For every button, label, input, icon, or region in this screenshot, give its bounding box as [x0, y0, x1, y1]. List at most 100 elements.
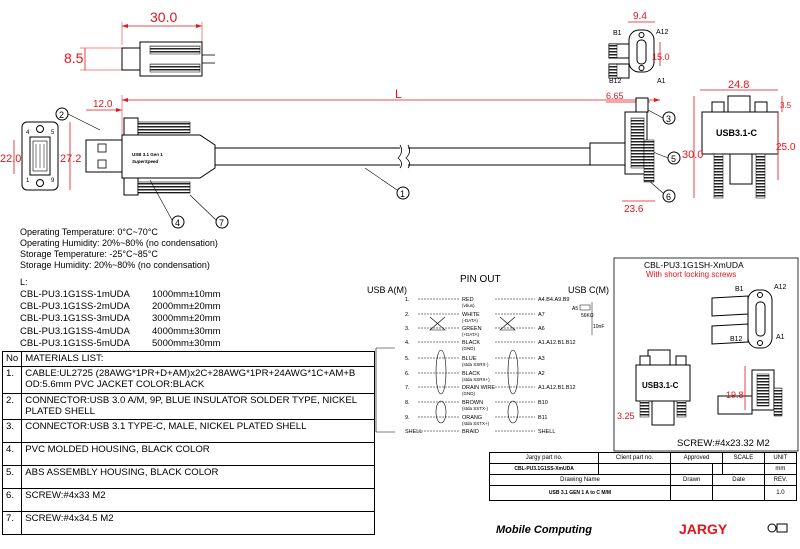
pinout-num: 7. [405, 385, 410, 391]
tb-date-label: Date [712, 474, 765, 486]
pinout-sub: (+DATA) [462, 332, 479, 337]
usb-a-connector-main-view: 4 5 1 9 22.0 27.2 USB 3.1 Gen 1 SuperSpe… [0, 117, 625, 196]
pin-label: A1 [776, 334, 785, 341]
pinout-num: 6. [405, 371, 410, 377]
dim-detail-side: 3.25 [617, 411, 635, 421]
callout-1: 1 [400, 189, 405, 199]
plug-text: USB3.1-C [642, 381, 679, 390]
tb-rev-label: REV. [763, 474, 798, 486]
callout-5: 5 [671, 154, 676, 164]
dim-height-a: 22.0 [0, 153, 21, 165]
material-row: 5.ABS ASSEMBLY HOUSING, BLACK COLOR [1, 464, 375, 489]
tb-drawn-label: Drawn [669, 474, 714, 486]
callout-6: 6 [666, 192, 671, 202]
pinout-sub: (stda SSRX-) [462, 362, 489, 367]
callout-4: 4 [175, 218, 180, 228]
tb-part-no: CBL-PU3.1G1SS-XmUDA [488, 463, 600, 475]
detail-subtitle: With short locking screws [646, 270, 736, 279]
material-text: ABS ASSEMBLY HOUSING, BLACK COLOR [21, 464, 375, 489]
tb-drawing-name: USB 3.1 GEN 1 A to C M/M [489, 485, 671, 501]
tb-unit: mm [763, 463, 798, 475]
material-no: 1. [1, 365, 23, 394]
pin-label: B1 [735, 286, 744, 293]
pinout-sub: (-DATA) [462, 318, 478, 323]
dim-c-side: 6.65 [606, 91, 624, 101]
pinout-num: 8. [405, 400, 410, 406]
pinout-diagram: PIN OUT USB A(M) USB C(M) 1.RED(vbus)A4.… [367, 274, 609, 435]
dim-c-body-top: 3.5 [780, 101, 792, 110]
dim-c-body-height: 25.0 [776, 142, 796, 153]
short-screw-detail: CBL-PU3.1G1SH-XmUDA With short locking s… [613, 257, 799, 452]
usb-c-end-view: 9.4 B1 A12 B12 A1 15.0 [608, 11, 670, 85]
tb-unit-label: UNIT [763, 452, 798, 464]
pinout-sub: (vbus) [462, 303, 475, 308]
pin-label: 1 [26, 178, 30, 184]
pinout-num: 4. [405, 340, 410, 346]
part-row: CBL-PU3.1G1SS-5mUDA 5000mm±30mm [20, 338, 221, 350]
part-number: CBL-PU3.1G1SS-5mUDA [20, 337, 130, 349]
plug-text: USB 3.1 Gen 1 [132, 152, 163, 157]
usb-a-connector-top-view: 30.0 8.5 [64, 9, 215, 77]
brand-mobile-computing: Mobile Computing [496, 524, 592, 536]
material-text: CONNECTOR:USB 3.0 A/M, 9P, BLUE INSULATO… [21, 392, 375, 420]
spec-line: Storage Temperature: -25°C~85°C [20, 249, 158, 259]
projection-icon [767, 523, 777, 533]
spec-line: Operating Humidity: 20%~80% (no condensa… [20, 238, 218, 248]
pinout-sub: (stda SSTX-) [462, 406, 489, 411]
materials-header-no: No [1, 351, 23, 367]
material-row: 3.CONNECTOR:USB 3.1 TYPE-C, MALE, NICKEL… [1, 418, 375, 443]
pin-label: 9 [51, 178, 55, 184]
resistor-label: A5 [572, 306, 578, 312]
callout-7: 7 [219, 218, 224, 228]
pinout-name: BRAID [462, 429, 479, 435]
plug-text: SuperSpeed [132, 159, 159, 164]
projection-icon [776, 523, 788, 533]
part-length: 5000mm±30mm [152, 337, 221, 349]
tb-drawing-name-label: Drawing Name [489, 474, 671, 486]
tb-approved-label: Approved [669, 452, 723, 464]
material-row: 1.CABLE:UL2725 (28AWG*1PR+D+AM)x2C+28AWG… [1, 365, 375, 394]
pinout-sub: (GND) [462, 391, 475, 396]
pinout-right: A4.B4.A9.B9 [538, 297, 570, 303]
pinout-right: A3 [538, 356, 545, 362]
dim-width-a: 27.2 [60, 153, 81, 165]
pinout-name: BLACK [462, 340, 480, 346]
material-row: 4.PVC MOLDED HOUSING, BLACK COLOR [1, 441, 375, 466]
part-length: 4000mm±30mm [152, 325, 221, 337]
pinout-right: B10 [538, 400, 548, 406]
screw-note: SCREW:#4x23.32 M2 [677, 438, 770, 449]
callouts: 2 1 4 7 3 5 6 [55, 107, 681, 229]
detail-title: CBL-PU3.1G1SH-XmUDA [644, 260, 744, 270]
pinout-name: BLUE [462, 356, 477, 362]
pinout-name: ORANG [462, 415, 482, 421]
pinout-right: A6 [538, 326, 545, 332]
title-block: Jargy part no. Client part no. Approved … [488, 452, 798, 501]
pinout-right: A7 [538, 312, 545, 318]
pinout-right: A2 [538, 371, 545, 377]
part-length: 2000mm±20mm [152, 301, 221, 313]
pinout-right: A1.A12.B1.B12 [538, 340, 576, 346]
pinout-right-header: USB C(M) [568, 285, 609, 295]
pinout-right: SHELL [538, 429, 555, 435]
pinout-name: RED [462, 297, 474, 303]
pinout-name: BLACK [462, 371, 480, 377]
usb-c-side-view: 6.65 23.6 [589, 91, 655, 215]
material-row: 6.SCREW:#4x33 M2 [1, 487, 375, 512]
material-no: 4. [1, 441, 23, 466]
material-text: CABLE:UL2725 (28AWG*1PR+D+AM)x2C+28AWG*1… [21, 365, 375, 394]
pinout-left-header: USB A(M) [367, 285, 407, 295]
dim-c-total-height: 30.0 [682, 149, 703, 161]
plug-text: USB3.1-C [716, 128, 758, 138]
dim-top-height: 8.5 [64, 50, 84, 66]
pinout-sub: (stda SSTX+) [462, 421, 490, 426]
callout-2: 2 [59, 110, 64, 120]
tb-client-part-label: Client part no. [598, 452, 671, 464]
material-no: 3. [1, 418, 23, 443]
pin-label: A12 [656, 29, 669, 36]
dim-c-body-width: 24.8 [728, 79, 749, 91]
